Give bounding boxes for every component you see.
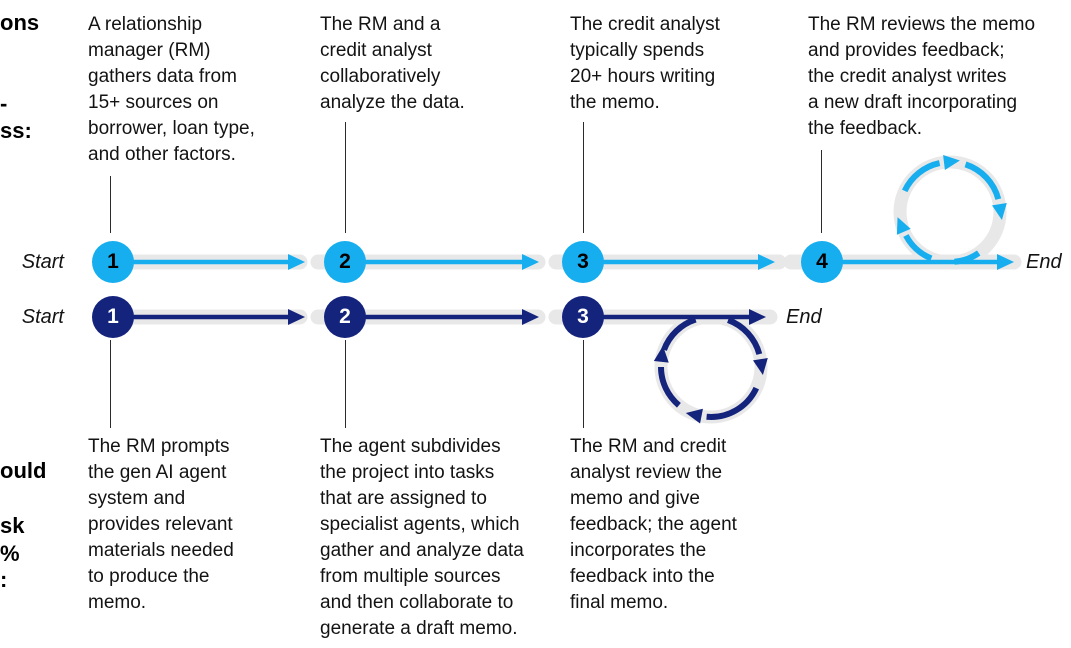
left-label-fragment: : <box>0 567 8 592</box>
end-label-agent: End <box>786 306 822 328</box>
step-annotation-current-2: The RM and a credit analyst collaborativ… <box>320 14 465 113</box>
iteration-loop-icon-agent <box>653 316 768 424</box>
connector-line <box>345 340 346 428</box>
connector-line <box>110 340 111 428</box>
timeline-track-current <box>105 155 1022 270</box>
connector-line <box>110 176 111 233</box>
start-label-current: Start <box>21 251 64 273</box>
arrowhead-icon <box>997 254 1014 270</box>
step-circle-current-1: 1 <box>92 241 134 283</box>
arrowhead-icon <box>749 309 766 325</box>
connector-line <box>345 122 346 233</box>
step-circle-agent-1: 1 <box>92 296 134 338</box>
connector-line <box>821 150 822 233</box>
arrowhead-icon <box>758 254 775 270</box>
left-label-fragment: % <box>0 541 20 566</box>
arrowhead-icon <box>522 309 539 325</box>
end-label-current: End <box>1026 251 1062 273</box>
left-label-fragment: ons <box>0 10 40 35</box>
step-annotation-agent-3: The RM and credit analyst review the mem… <box>570 436 737 613</box>
step-annotation-agent-1: The RM prompts the gen AI agent system a… <box>88 436 234 613</box>
step-annotation-agent-2: The agent subdivides the project into ta… <box>320 436 524 639</box>
step-circle-agent-2: 2 <box>324 296 366 338</box>
arrowhead-icon <box>288 254 305 270</box>
connector-line <box>583 122 584 233</box>
step-circle-current-3: 3 <box>562 241 604 283</box>
arrowhead-icon <box>288 309 305 325</box>
connector-line <box>583 340 584 428</box>
flow-arrows-agent <box>113 309 768 424</box>
left-label-fragment: ould <box>0 458 47 483</box>
left-label-fragment: - <box>0 91 8 116</box>
step-annotation-current-3: The credit analyst typically spends 20+ … <box>570 14 720 113</box>
step-annotation-current-1: A relationship manager (RM) gathers data… <box>88 14 255 165</box>
left-label-fragment: sk <box>0 513 25 538</box>
step-circle-current-4: 4 <box>801 241 843 283</box>
iteration-loop-icon-current <box>896 155 1007 265</box>
step-circle-current-2: 2 <box>324 241 366 283</box>
start-label-agent: Start <box>21 306 64 328</box>
step-circle-agent-3: 3 <box>562 296 604 338</box>
arrowhead-icon <box>522 254 539 270</box>
flow-arrows-current <box>113 155 1014 270</box>
left-label-fragment: ss: <box>0 118 32 143</box>
step-annotation-current-4: The RM reviews the memo and provides fee… <box>808 14 1036 139</box>
